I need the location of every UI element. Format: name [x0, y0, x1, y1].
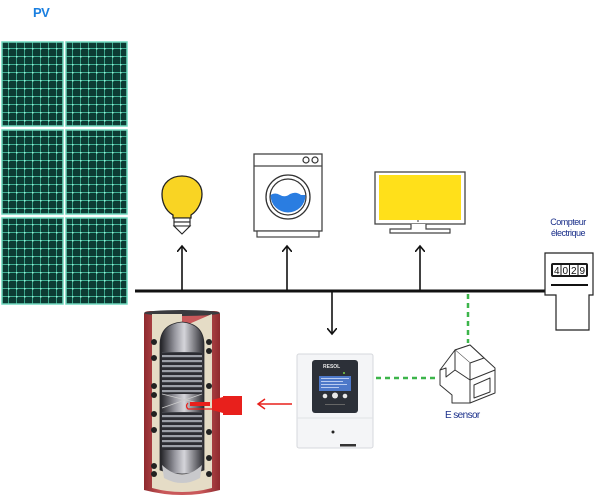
pv-panel — [1, 41, 64, 127]
pv-array — [1, 41, 128, 305]
pv-panel — [1, 217, 64, 305]
pv-label: PV — [33, 5, 50, 20]
esensor-label: E sensor — [445, 410, 480, 421]
pv-panel — [65, 129, 128, 215]
controller-brand: RESOL — [323, 364, 340, 370]
meter-label-line2: électrique — [550, 228, 586, 238]
meter-digits: 4 0 2 9 — [553, 265, 586, 277]
washing-machine-icon — [253, 153, 323, 238]
lightbulb-icon — [161, 175, 203, 235]
monitor-icon — [374, 171, 466, 234]
meter-label: Compteur électrique — [538, 217, 598, 239]
esensor-icon — [439, 344, 496, 404]
electricity-meter — [544, 252, 594, 331]
meter-digit: 4 — [554, 266, 560, 277]
controller-device: RESOL — [296, 353, 374, 449]
controller-button — [322, 393, 328, 399]
meter-digit: 2 — [571, 266, 577, 277]
pv-panel — [65, 217, 128, 305]
meter-digit: 9 — [580, 266, 586, 277]
tank-ports — [151, 339, 212, 477]
controller-button — [332, 392, 338, 399]
meter-digit: 0 — [563, 266, 569, 277]
controller-button — [342, 393, 348, 399]
water-tank — [144, 310, 220, 495]
meter-label-line1: Compteur — [550, 217, 586, 227]
arrow-head-heater — [256, 398, 266, 410]
heating-element — [185, 396, 242, 415]
pv-panel — [1, 129, 64, 215]
pv-panel — [65, 41, 128, 127]
